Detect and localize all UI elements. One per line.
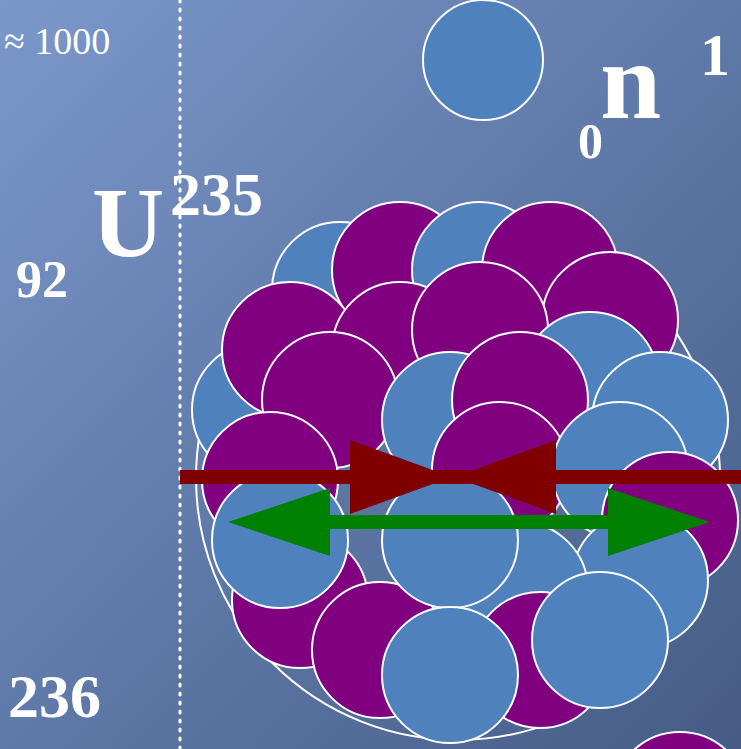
atomic-number: 92 xyxy=(16,254,68,306)
nucleon xyxy=(212,472,348,608)
arrow-head xyxy=(454,440,556,514)
arrow-head xyxy=(228,488,330,556)
element-symbol: n xyxy=(600,26,661,136)
nucleon xyxy=(532,572,668,708)
dotted-divider xyxy=(179,0,182,749)
nucleon xyxy=(612,732,741,749)
repulsion-line xyxy=(320,515,620,529)
energy-value: ≈ 1000 xyxy=(4,22,110,60)
atomic-number: 0 xyxy=(578,116,603,166)
neutron xyxy=(423,0,543,120)
mass-number: 235 xyxy=(170,163,263,225)
nucleon xyxy=(382,607,518,743)
element-symbol: U xyxy=(92,173,164,273)
mass-number: 236 xyxy=(8,665,101,727)
mass-number: 1 xyxy=(700,25,730,85)
force-arrows xyxy=(180,440,741,556)
arrow-head xyxy=(608,488,710,556)
arrow-head xyxy=(350,440,452,514)
